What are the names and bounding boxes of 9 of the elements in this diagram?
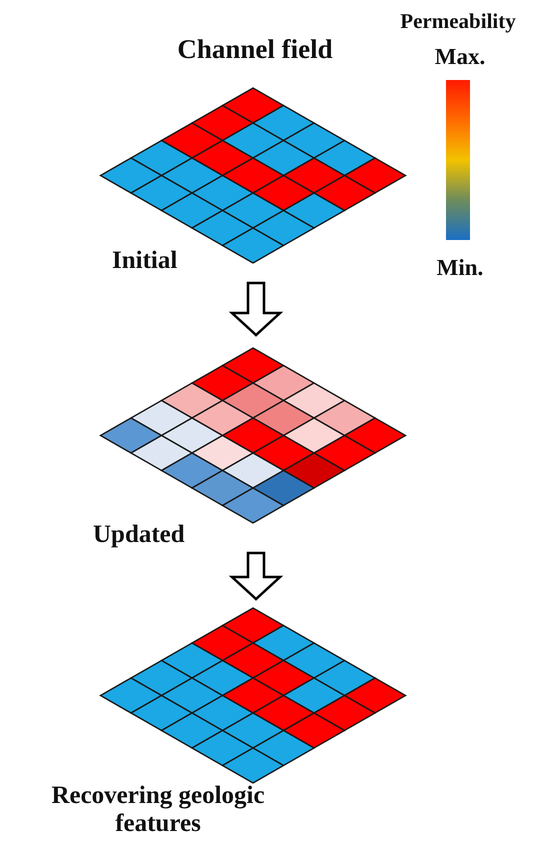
block-arrow xyxy=(228,552,284,601)
colorbar-title: Permeability xyxy=(399,10,517,34)
grid-caption: Recovering geologic features xyxy=(50,782,266,837)
grid-caption: Updated xyxy=(93,521,186,548)
grid-caption: Initial xyxy=(112,247,178,274)
block-arrow xyxy=(228,282,284,337)
colorbar-tick-label: Max. xyxy=(434,44,486,70)
colorbar-tick-label: Min. xyxy=(436,255,484,280)
grid-title: Channel field xyxy=(176,35,334,65)
